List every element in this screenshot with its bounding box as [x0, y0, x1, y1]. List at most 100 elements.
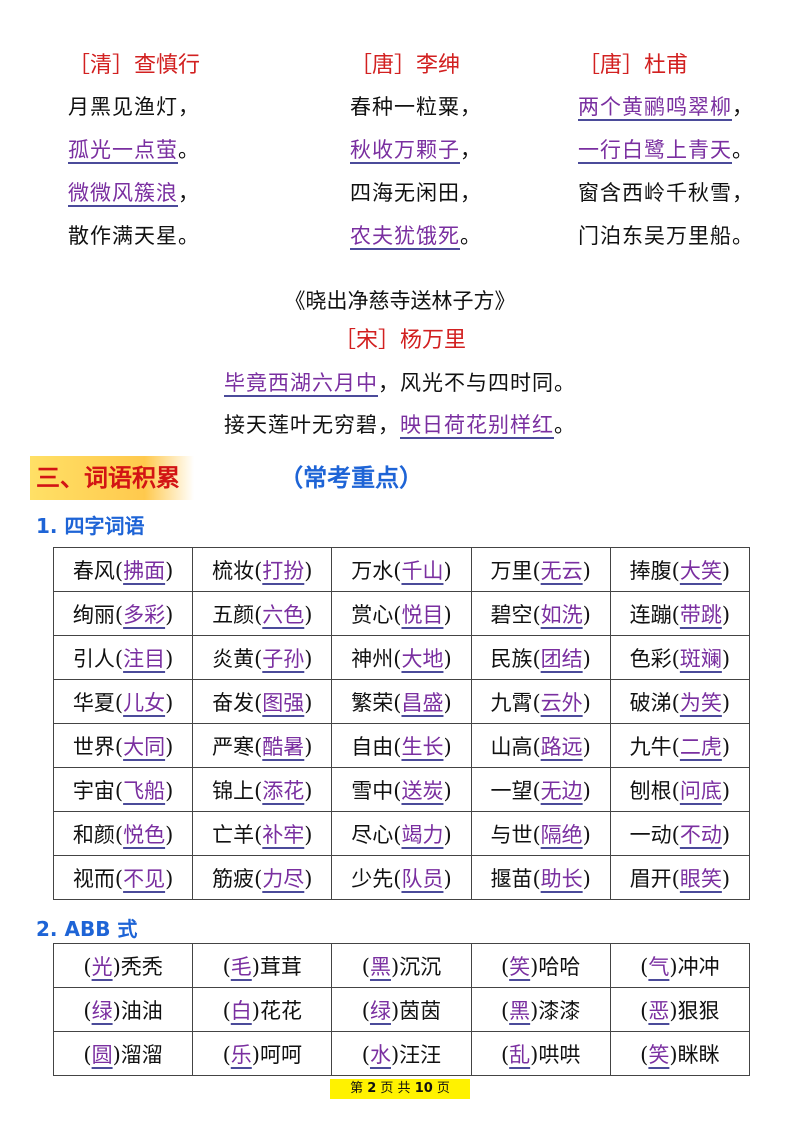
table-cell: 碧空(如洗) [470, 591, 611, 636]
paren-open: ( [532, 734, 541, 759]
word-prefix: 眉开 [629, 866, 672, 891]
poem-text: 门泊东吴万里船。 [578, 224, 754, 248]
paren-open: ( [114, 866, 124, 891]
paren-open: ( [532, 602, 541, 627]
paren-open: ( [222, 954, 231, 979]
word-suffix: 溜溜 [120, 1042, 163, 1067]
table-cell: 雪中(送炭) [331, 767, 472, 812]
paren-open: ( [532, 778, 541, 803]
poem-text: 。 [554, 413, 576, 437]
answer-text: 笑 [509, 954, 531, 979]
word-prefix: 严寒 [212, 734, 255, 759]
subheading-four-char: 1. 四字词语 [36, 514, 145, 538]
table-cell: 少先(队员) [331, 855, 472, 900]
paren-open: ( [671, 734, 680, 759]
word-prefix: 民族 [490, 646, 533, 671]
paren-open: ( [640, 998, 649, 1023]
paren-close: ) [165, 602, 174, 627]
word-prefix: 绚丽 [72, 602, 115, 627]
answer-text: 毕竟西湖六月中 [224, 371, 378, 395]
paren-close: ) [251, 998, 260, 1023]
poem-text: ，风光不与四时同。 [378, 371, 576, 395]
poem-title: 《晓出净慈寺送林子方》 [284, 289, 516, 313]
word-suffix: 花花 [259, 998, 302, 1023]
word-prefix: 神州 [351, 646, 394, 671]
table-cell: 绚丽(多彩) [52, 591, 194, 636]
answer-text: 眼笑 [679, 866, 722, 891]
word-prefix: 破涕 [629, 690, 672, 715]
answer-text: 绿 [369, 998, 391, 1023]
table-cell: (乱)哄哄 [470, 1031, 611, 1076]
paren-open: ( [671, 602, 680, 627]
word-prefix: 九牛 [629, 734, 672, 759]
word-prefix: 一动 [629, 822, 672, 847]
table-cell: 严寒(酷暑) [192, 723, 333, 768]
paren-open: ( [393, 734, 402, 759]
answer-text: 气 [648, 954, 670, 979]
paren-open: ( [114, 734, 124, 759]
answer-text: 团结 [540, 646, 583, 671]
paren-open: ( [532, 558, 541, 583]
answer-text: 恶 [648, 998, 670, 1023]
table-cell: 炎黄(子孙) [192, 635, 333, 680]
paren-close: ) [582, 778, 591, 803]
paren-close: ) [304, 778, 313, 803]
paren-close: ) [112, 954, 121, 979]
section-title: 三、词语积累 [30, 456, 194, 500]
table-cell: (恶)狠狠 [609, 987, 751, 1032]
word-prefix: 雪中 [351, 778, 394, 803]
word-prefix: 自由 [351, 734, 394, 759]
paren-open: ( [671, 866, 680, 891]
paren-open: ( [500, 954, 510, 979]
table-cell: (笑)哈哈 [470, 943, 611, 988]
answer-text: 注目 [123, 646, 166, 671]
paren-open: ( [671, 822, 680, 847]
paren-close: ) [304, 690, 313, 715]
answer-text: 映日荷花别样红 [400, 413, 554, 437]
table-row: 世界(大同)严寒(酷暑)自由(生长)山高(路远)九牛(二虎) [52, 723, 751, 768]
answer-text: 乱 [509, 1042, 531, 1067]
word-suffix: 油油 [120, 998, 163, 1023]
paren-open: ( [114, 822, 124, 847]
answer-text: 生长 [401, 734, 444, 759]
table-cell: 锦上(添花) [192, 767, 333, 812]
paren-close: ) [721, 646, 731, 671]
paren-close: ) [721, 690, 731, 715]
paren-close: ) [582, 690, 591, 715]
word-prefix: 繁荣 [351, 690, 394, 715]
word-prefix: 山高 [490, 734, 533, 759]
paren-close: ) [390, 954, 400, 979]
paren-open: ( [393, 558, 402, 583]
table-cell: 九牛(二虎) [609, 723, 751, 768]
paren-open: ( [671, 690, 680, 715]
poem-text: 接天莲叶无穷碧， [224, 413, 400, 437]
section-subtitle: （常考重点） [279, 464, 424, 492]
paren-open: ( [254, 602, 263, 627]
answer-text: 笑 [648, 1042, 670, 1067]
poem-line: 孤光一点萤。 [68, 129, 200, 172]
paren-close: ) [530, 1042, 539, 1067]
word-prefix: 捧腹 [629, 558, 672, 583]
answer-text: 孤光一点萤 [68, 138, 178, 162]
poem-text: 散作满天星。 [68, 224, 200, 248]
table-cell: 揠苗(助长) [470, 855, 611, 900]
table-cell: 万水(千山) [331, 547, 472, 592]
poem-line: 接天莲叶无穷碧，映日荷花别样红。 [0, 404, 800, 446]
word-prefix: 万水 [351, 558, 394, 583]
table-cell: 万里(无云) [470, 547, 611, 592]
word-prefix: 亡羊 [212, 822, 255, 847]
paren-open: ( [671, 558, 680, 583]
paren-open: ( [393, 690, 402, 715]
answer-text: 飞船 [123, 778, 166, 803]
poem-text: 。 [178, 138, 200, 162]
paren-close: ) [251, 1042, 260, 1067]
paren-close: ) [304, 866, 313, 891]
paren-open: ( [83, 954, 92, 979]
answer-text: 酷暑 [262, 734, 305, 759]
poem-line: 农夫犹饿死。 [350, 215, 482, 258]
poem-line: 门泊东吴万里船。 [578, 215, 754, 258]
answer-text: 千山 [401, 558, 444, 583]
table-cell: 尽心(竭力) [331, 811, 472, 856]
paren-close: ) [251, 954, 260, 979]
table-row: 宇宙(飞船)锦上(添花)雪中(送炭)一望(无边)刨根(问底) [52, 767, 751, 812]
